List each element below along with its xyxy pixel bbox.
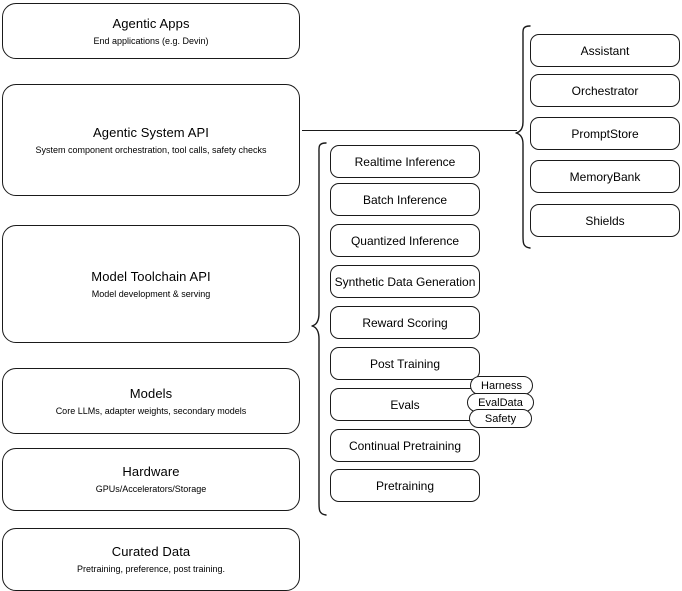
eval-subcomponent-evaldata[interactable]: EvalData [467,393,534,412]
eval-subcomponent-safety[interactable]: Safety [469,409,532,428]
layer-models[interactable]: Models Core LLMs, adapter weights, secon… [2,368,300,434]
toolchain-item-label: Quantized Inference [350,233,460,248]
layer-subtitle: Core LLMs, adapter weights, secondary mo… [55,405,247,416]
brace-toolchain-components [304,141,328,517]
toolchain-item-label: Evals [390,397,420,412]
toolchain-item-continual-pretraining[interactable]: Continual Pretraining [330,429,480,462]
toolchain-item-label: Pretraining [375,478,435,493]
eval-subcomponent-label: Harness [481,379,522,392]
system-item-label: Orchestrator [571,83,639,98]
layer-subtitle: GPUs/Accelerators/Storage [95,484,207,494]
toolchain-item-label: Continual Pretraining [348,438,462,453]
toolchain-item-label: Post Training [369,356,441,371]
toolchain-item-batch-inference[interactable]: Batch Inference [330,183,480,216]
layer-title: Agentic System API [93,124,209,140]
toolchain-item-evals[interactable]: Evals [330,388,480,421]
system-item-orchestrator[interactable]: Orchestrator [530,74,680,107]
layer-model-toolchain-api[interactable]: Model Toolchain API Model development & … [2,225,300,343]
layer-subtitle: System component orchestration, tool cal… [35,144,267,155]
system-item-memorybank[interactable]: MemoryBank [530,160,680,193]
toolchain-item-label: Reward Scoring [362,315,448,330]
connector-system-api-to-components [302,130,517,131]
system-item-promptstore[interactable]: PromptStore [530,117,680,150]
layer-title: Curated Data [111,544,191,559]
layer-subtitle: Model development & serving [91,288,211,299]
toolchain-item-post-training[interactable]: Post Training [330,347,480,380]
system-item-label: Assistant [580,43,630,58]
system-item-shields[interactable]: Shields [530,204,680,237]
layer-subtitle: End applications (e.g. Devin) [93,35,209,46]
layer-title: Models [129,385,173,401]
toolchain-item-label: Synthetic Data Generation [334,274,476,289]
toolchain-item-label: Batch Inference [362,192,448,207]
system-item-label: PromptStore [571,126,639,141]
toolchain-item-quantized-inference[interactable]: Quantized Inference [330,224,480,257]
layer-agentic-system-api[interactable]: Agentic System API System component orch… [2,84,300,196]
system-item-assistant[interactable]: Assistant [530,34,680,67]
toolchain-item-synthetic-data-generation[interactable]: Synthetic Data Generation [330,265,480,298]
layer-title: Model Toolchain API [91,268,211,284]
eval-subcomponent-label: Safety [484,412,517,425]
system-item-label: MemoryBank [569,169,641,184]
system-item-label: Shields [585,213,625,228]
brace-system-components [508,24,532,250]
layer-hardware[interactable]: Hardware GPUs/Accelerators/Storage [2,448,300,511]
toolchain-item-label: Realtime Inference [354,154,456,169]
layer-title: Agentic Apps [112,15,190,31]
layer-curated-data[interactable]: Curated Data Pretraining, preference, po… [2,528,300,591]
layer-title: Hardware [122,464,180,479]
layer-subtitle: Pretraining, preference, post training. [76,564,226,574]
eval-subcomponent-label: EvalData [478,396,523,409]
toolchain-item-reward-scoring[interactable]: Reward Scoring [330,306,480,339]
toolchain-item-pretraining[interactable]: Pretraining [330,469,480,502]
layer-agentic-apps[interactable]: Agentic Apps End applications (e.g. Devi… [2,3,300,59]
toolchain-item-realtime-inference[interactable]: Realtime Inference [330,145,480,178]
